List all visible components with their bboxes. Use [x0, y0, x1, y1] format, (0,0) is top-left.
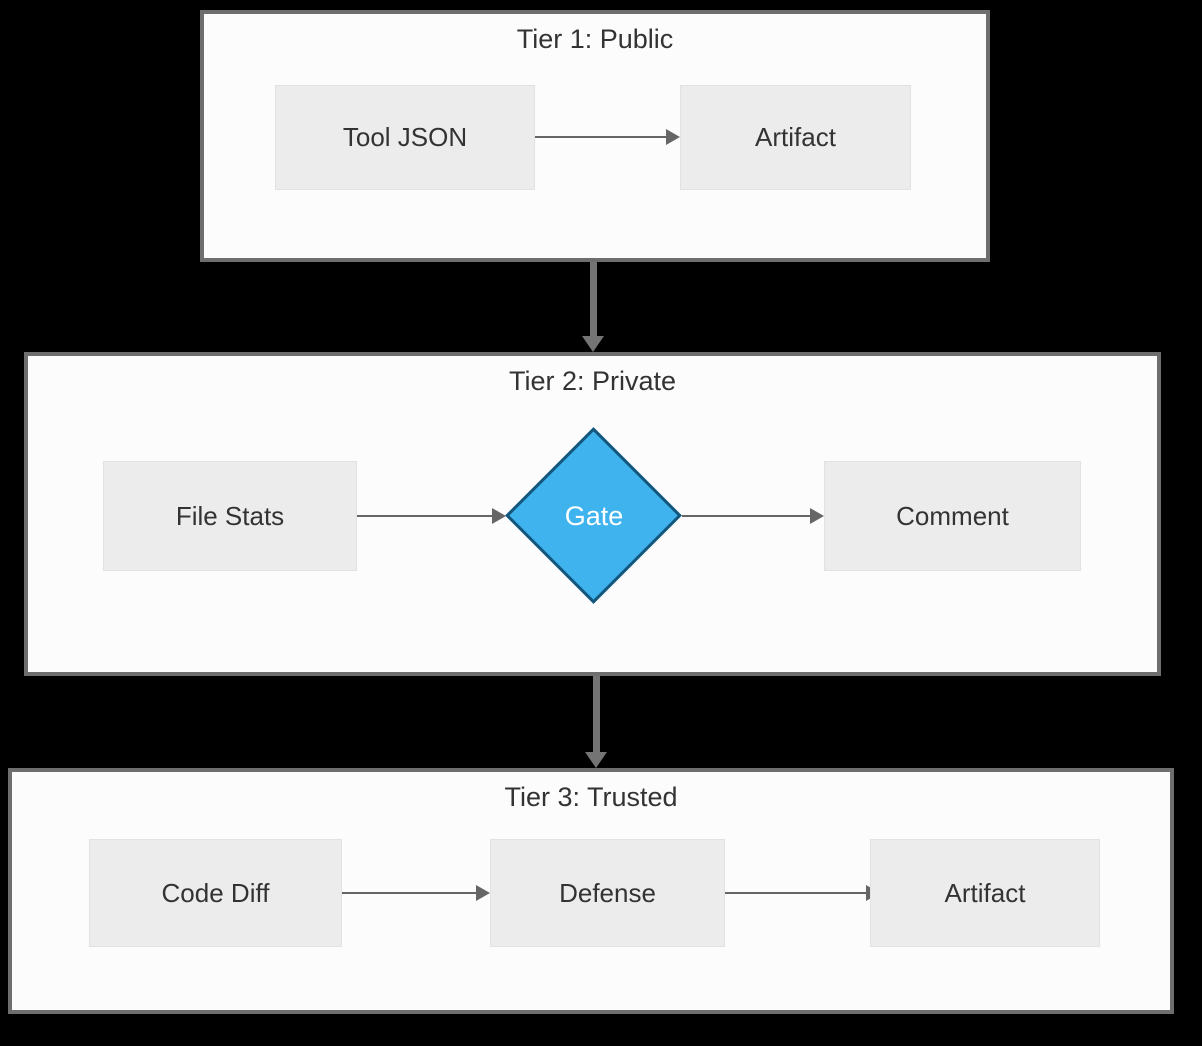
- node-gate-label: Gate: [564, 500, 624, 531]
- arrowhead-right-icon: [666, 129, 680, 145]
- node-file-stats: File Stats: [103, 461, 357, 571]
- node-tool-json: Tool JSON: [275, 85, 535, 190]
- tier2-title: Tier 2: Private: [508, 366, 677, 396]
- tier3-container: Tier 3: Trusted Code Diff Defense Artifa…: [8, 768, 1174, 1014]
- node-file-stats-label: File Stats: [175, 500, 285, 531]
- node-tool-json-label: Tool JSON: [342, 122, 468, 152]
- arrowhead-down-icon: [585, 752, 607, 768]
- node-defense: Defense: [490, 839, 725, 947]
- node-code-diff: Code Diff: [89, 839, 342, 947]
- node-comment-label: Comment: [896, 500, 1009, 531]
- arrowhead-right-icon: [810, 508, 824, 524]
- edge-gate-to-comment: [682, 508, 824, 524]
- node-artifact-tier1-label: Artifact: [755, 122, 836, 152]
- tier1-container: Tier 1: Public Tool JSON Artifact: [200, 10, 990, 262]
- tier3-title: Tier 3: Trusted: [504, 782, 678, 812]
- node-code-diff-label: Code Diff: [161, 877, 270, 908]
- tier1-title: Tier 1: Public: [516, 24, 674, 54]
- tier2-container: Tier 2: Private File Stats Gate Comment: [24, 352, 1161, 676]
- node-artifact-tier3: Artifact: [870, 839, 1100, 947]
- node-artifact-tier1: Artifact: [680, 85, 911, 190]
- arrowhead-down-icon: [582, 336, 604, 352]
- edge-tool-json-to-artifact: [535, 129, 680, 145]
- edge-tier2-to-tier3: [593, 676, 600, 752]
- edge-tier1-to-tier2: [590, 262, 597, 336]
- arrowhead-right-icon: [492, 508, 506, 524]
- edge-file-stats-to-gate: [357, 508, 506, 524]
- node-artifact-tier3-label: Artifact: [944, 877, 1026, 908]
- edge-defense-to-artifact: [725, 885, 880, 901]
- arrowhead-right-icon: [476, 885, 490, 901]
- node-gate: Gate: [505, 427, 682, 604]
- node-comment: Comment: [824, 461, 1081, 571]
- edge-code-diff-to-defense: [342, 885, 490, 901]
- node-defense-label: Defense: [559, 877, 656, 908]
